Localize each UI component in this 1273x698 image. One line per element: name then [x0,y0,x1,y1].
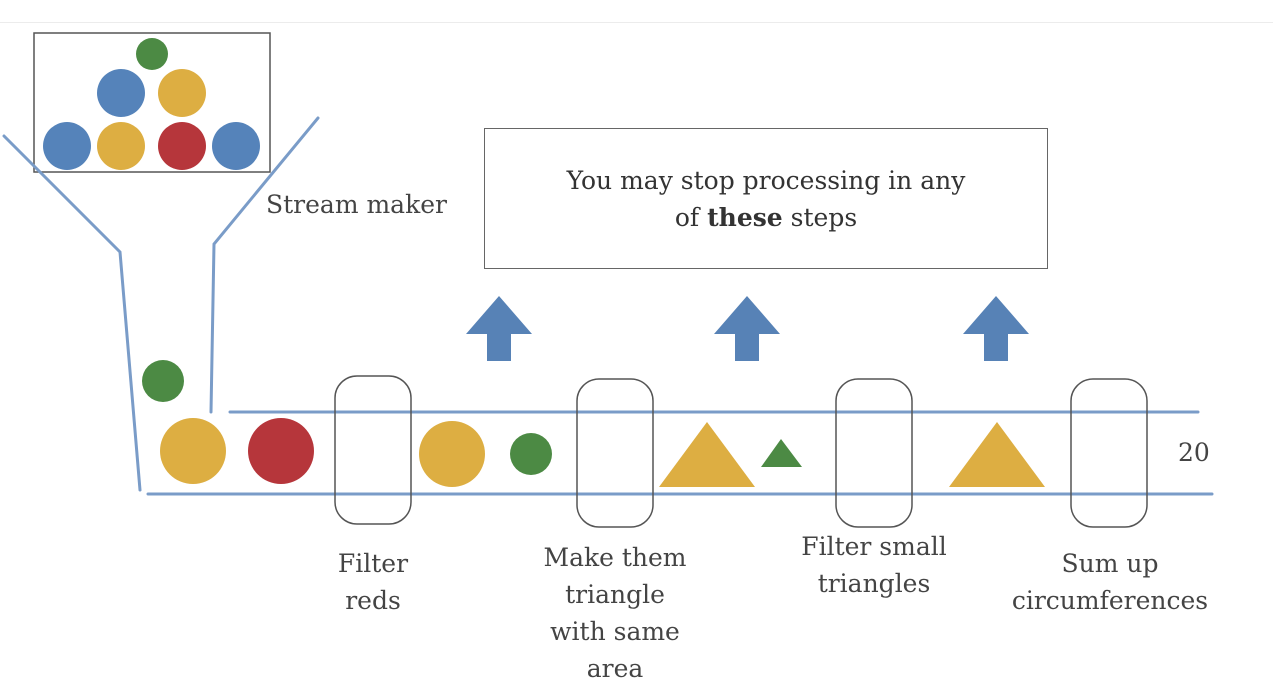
hopper-balls [43,38,260,170]
stream-green-triangle [761,439,802,467]
result-value: 20 [1178,438,1210,467]
hopper-ball-blue [97,69,145,117]
stream-yellow-triangle [949,422,1045,487]
note-prefix: of [674,202,708,232]
hopper-ball-blue [212,122,260,170]
funnel-right-wall [209,116,320,414]
label-line: Make them [543,543,687,572]
note-suffix: steps [782,202,858,232]
up-arrow-icon [466,296,532,361]
label-filter-reds: Filter reds [303,545,443,619]
label-filter-small: Filter small triangles [794,528,954,602]
stream-yellow-circle [419,421,485,487]
label-line: reds [345,586,401,615]
label-line: Filter [337,549,409,578]
step-frame-filter-reds [334,375,412,525]
up-arrow-icon [714,296,780,361]
up-arrow-icon [963,296,1029,361]
stream-red-circle [248,418,314,484]
chute-ball-green [142,360,184,402]
note-emphasis: these [707,202,783,232]
funnel-left-wall [2,134,142,492]
label-line: triangle [565,580,665,609]
note-line-2: of these steps [675,199,857,236]
label-line: with same [550,617,680,646]
stream-items [160,418,1045,487]
label-line: circumferences [1011,586,1209,615]
conveyor [146,410,1214,496]
hopper-ball-yellow [97,122,145,170]
step-frame-make-triangle [576,378,654,528]
label-line: area [586,654,644,683]
label-line: Filter small [801,532,947,561]
hopper-ball-blue [43,122,91,170]
up-arrows [466,296,1029,361]
hopper-ball-green [136,38,168,70]
step-frame-sum-up [1070,378,1148,528]
label-make-triangle: Make them triangle with same area [530,539,700,687]
hopper-box [33,32,271,173]
stream-yellow-triangle [659,422,755,487]
funnel [2,116,320,492]
note-box: You may stop processing in any of these … [484,128,1048,269]
step-frames [334,375,1148,528]
label-stream-maker: Stream maker [266,190,447,219]
stream-yellow-circle [160,418,226,484]
label-sum-up: Sum up circumferences [1010,545,1210,619]
note-line-1: You may stop processing in any [566,165,966,195]
stream-green-circle [510,433,552,475]
label-line: triangles [817,569,931,598]
hopper-ball-yellow [158,69,206,117]
step-frame-filter-small [835,378,913,528]
top-divider [0,22,1273,23]
hopper-ball-red [158,122,206,170]
label-line: Sum up [1061,549,1159,578]
